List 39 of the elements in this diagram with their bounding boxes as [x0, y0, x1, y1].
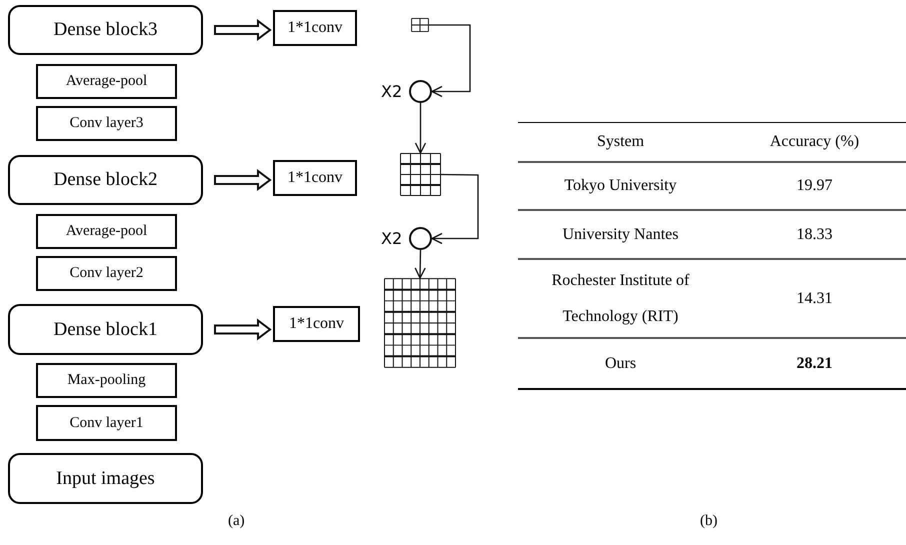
block-box: Dense block2	[8, 155, 203, 205]
scale-factor-label: X2	[381, 84, 402, 100]
table-cell-text: Ours	[604, 354, 638, 374]
layer-box: 1*1conv	[273, 306, 360, 342]
panel-caption: (a)	[228, 512, 245, 531]
table-cell-text: 28.21	[796, 354, 834, 374]
layer-box: Max-pooling	[36, 363, 177, 398]
feature-map-grid	[400, 153, 441, 196]
hollow-arrow	[214, 19, 272, 41]
table-cell-text: Tokyo University	[563, 176, 678, 196]
column-header: System	[596, 132, 646, 152]
arrow	[414, 250, 426, 279]
scale-factor-label: X2	[381, 231, 402, 247]
hollow-arrow	[214, 169, 272, 191]
hollow-arrow	[214, 318, 272, 340]
feature-map-grid	[384, 278, 456, 368]
arrow	[431, 174, 479, 244]
block-box: Input images	[8, 453, 203, 504]
layer-box: Average-pool	[36, 64, 177, 99]
layer-box: Conv layer3	[36, 106, 177, 141]
layer-box: 1*1conv	[273, 10, 357, 46]
table-cell-text: University Nantes	[562, 224, 680, 244]
arrow	[429, 24, 471, 98]
table-cell-text: 18.33	[796, 224, 834, 244]
table-cell-text: 14.31	[796, 288, 834, 308]
block-box: Dense block3	[8, 5, 203, 55]
upsample-circle	[409, 80, 432, 103]
table-cell-text: Rochester Institute of Technology (RIT)	[550, 270, 690, 326]
layer-box: Conv layer2	[36, 256, 177, 291]
column-header: Accuracy (%)	[768, 132, 860, 152]
block-box: Dense block1	[8, 304, 203, 355]
arrow	[414, 103, 426, 154]
feature-map-grid	[411, 18, 429, 32]
upsample-circle	[409, 227, 432, 250]
panel-caption: (b)	[700, 512, 718, 531]
layer-box: Average-pool	[36, 214, 177, 249]
layer-box: 1*1conv	[273, 160, 357, 196]
layer-box: Conv layer1	[36, 405, 177, 441]
table-cell-text: 19.97	[796, 176, 834, 196]
